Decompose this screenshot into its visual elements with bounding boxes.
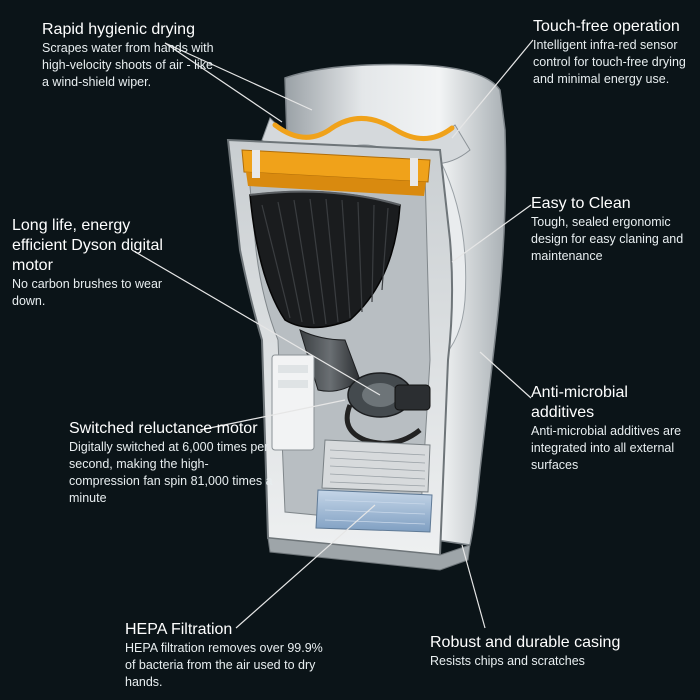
callout-digital-motor: Long life, energy efficient Dyson digita… bbox=[12, 216, 182, 310]
callout-description: Tough, sealed ergonomic design for easy … bbox=[531, 215, 684, 263]
callout-title: Long life, energy efficient Dyson digita… bbox=[12, 217, 163, 274]
callout-hepa-filtration: HEPA Filtration HEPA filtration removes … bbox=[125, 620, 325, 691]
control-unit bbox=[271, 354, 315, 451]
casing-base bbox=[267, 537, 471, 571]
fan-assembly bbox=[249, 190, 401, 329]
callout-description: Intelligent infra-red sensor control for… bbox=[533, 38, 686, 86]
callout-title: Rapid hygienic drying bbox=[42, 21, 195, 38]
air-manifold bbox=[241, 149, 431, 196]
callout-anti-microbial-additives: Anti-microbial additives Anti-microbial … bbox=[531, 383, 691, 474]
leader-lines bbox=[131, 39, 534, 629]
callout-title: Robust and durable casing bbox=[430, 634, 621, 651]
callout-touch-free-operation: Touch-free operation Intelligent infra-r… bbox=[533, 17, 700, 88]
callout-title: Touch-free operation bbox=[533, 18, 680, 35]
callout-robust-casing: Robust and durable casing Resists chips … bbox=[430, 633, 680, 670]
callout-description: Resists chips and scratches bbox=[430, 654, 585, 668]
callout-switched-reluctance-motor: Switched reluctance motor Digitally swit… bbox=[69, 419, 279, 507]
callout-rapid-hygienic-drying: Rapid hygienic drying Scrapes water from… bbox=[42, 20, 222, 91]
callout-description: Anti-microbial additives are integrated … bbox=[531, 424, 682, 472]
callout-description: HEPA filtration removes over 99.9% of ba… bbox=[125, 641, 323, 689]
air-blade-orange bbox=[272, 116, 455, 141]
callout-easy-to-clean: Easy to Clean Tough, sealed ergonomic de… bbox=[531, 194, 691, 265]
callout-description: No carbon brushes to wear down. bbox=[12, 277, 163, 308]
callout-title: Switched reluctance motor bbox=[69, 420, 258, 437]
hepa-filter bbox=[315, 439, 433, 533]
callout-title: HEPA Filtration bbox=[125, 621, 233, 638]
callout-description: Digitally switched at 6,000 times per se… bbox=[69, 440, 273, 505]
callout-description: Scrapes water from hands with high-veloc… bbox=[42, 41, 214, 89]
callout-title: Easy to Clean bbox=[531, 195, 631, 212]
callout-title: Anti-microbial additives bbox=[531, 384, 628, 421]
